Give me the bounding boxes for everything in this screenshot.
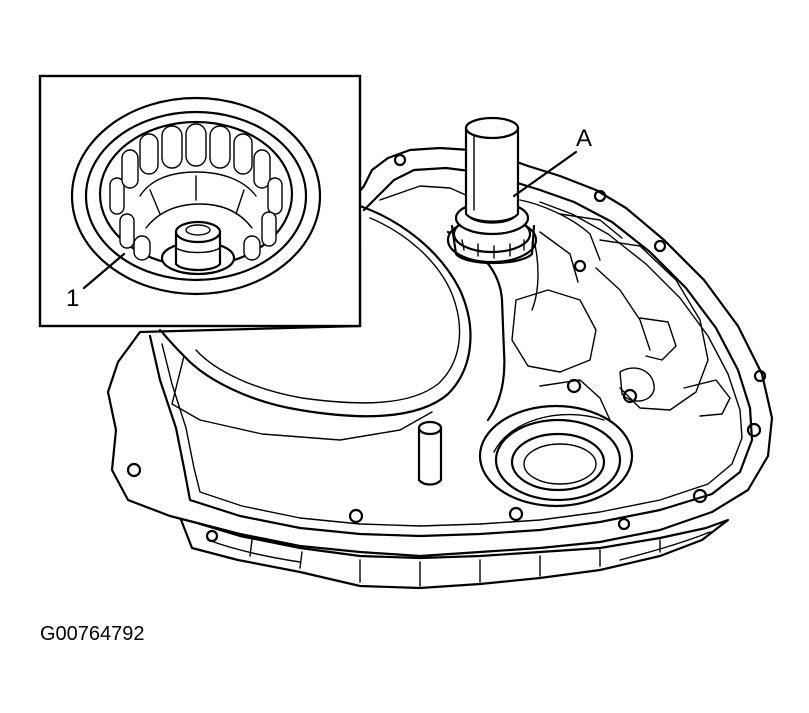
bolt-holes	[126, 153, 767, 543]
callout-label-a: A	[576, 125, 592, 152]
needle-rollers	[109, 123, 283, 261]
inset-detail-panel	[38, 74, 362, 328]
service-tool-a	[446, 116, 578, 265]
callout-label-1: 1	[66, 285, 79, 312]
transaxle-case	[106, 146, 774, 590]
figure-id: G00764792	[40, 623, 145, 645]
